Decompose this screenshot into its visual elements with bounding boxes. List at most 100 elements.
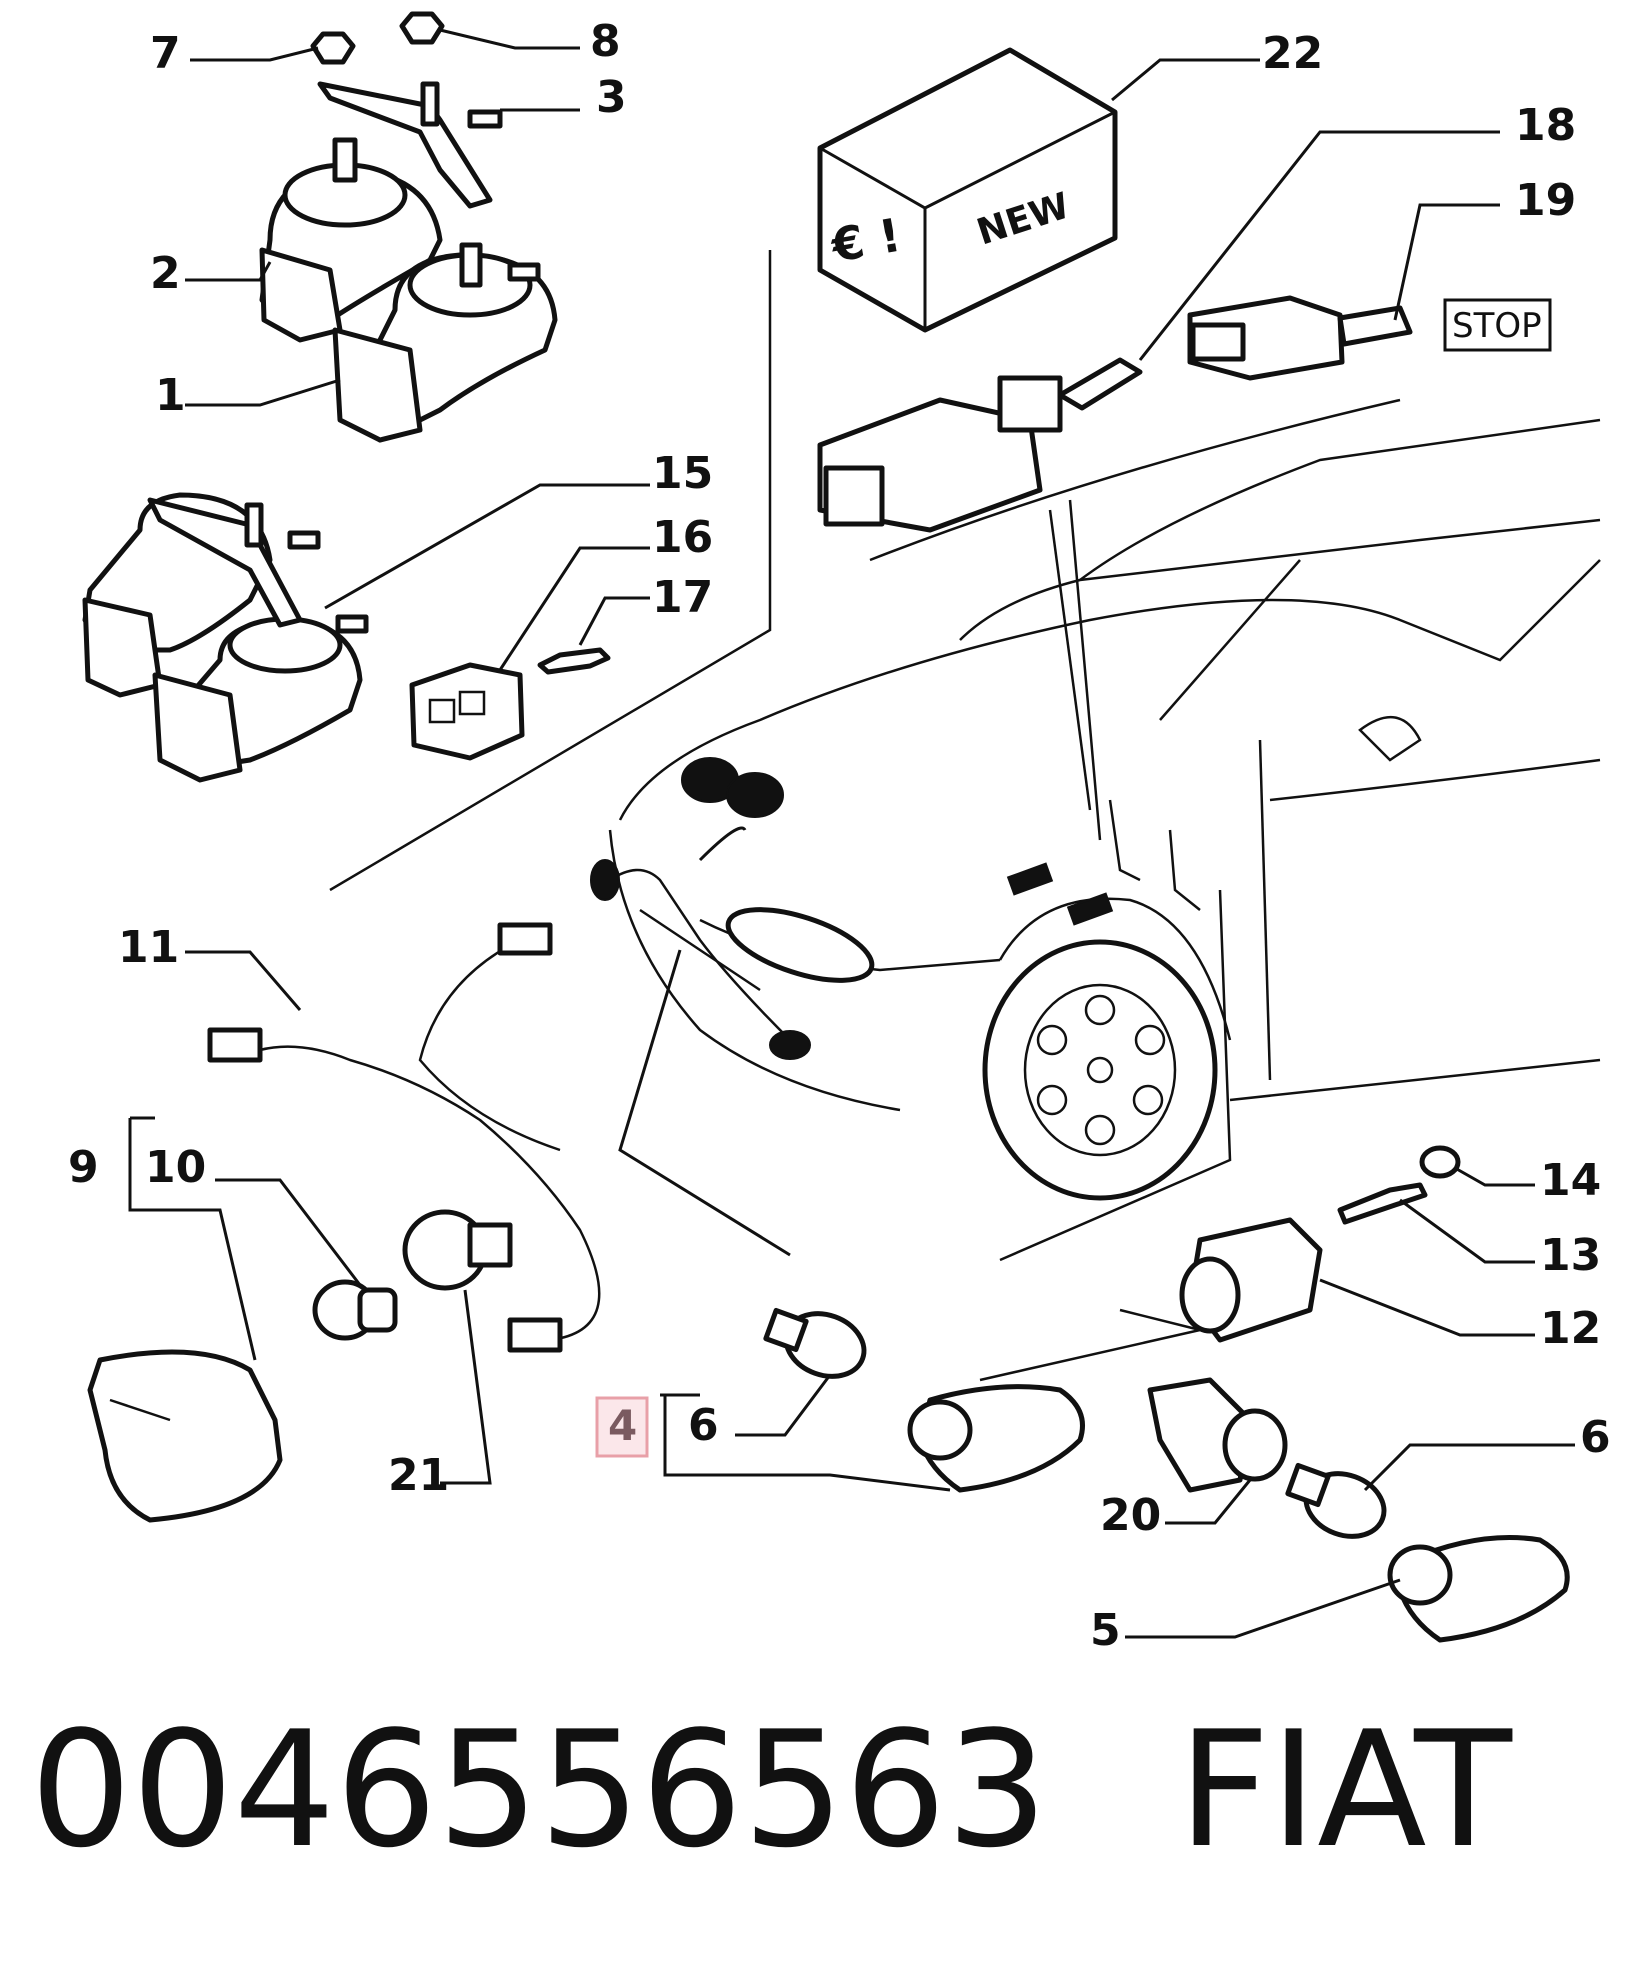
callout-22: 22 bbox=[1262, 28, 1323, 79]
wheel-hole-1 bbox=[1084, 994, 1116, 1026]
box-euro-label: € ! bbox=[827, 208, 905, 273]
car-horn-2 bbox=[726, 772, 784, 818]
leader-15 bbox=[324, 483, 650, 610]
pointer-20-car bbox=[999, 889, 1232, 1262]
leader-11 bbox=[185, 950, 302, 1011]
car-pedal-wire-2 bbox=[1168, 829, 1201, 911]
box-edges bbox=[819, 110, 1116, 330]
new-box-22: NEW € ! bbox=[817, 47, 1118, 333]
connector-16-slot-a bbox=[428, 698, 456, 724]
switch-19 bbox=[1187, 295, 1413, 381]
callout-8: 8 bbox=[590, 16, 621, 67]
windshield-base bbox=[959, 518, 1601, 641]
callout-11: 11 bbox=[118, 922, 179, 973]
callout-19: 19 bbox=[1515, 175, 1576, 226]
wheel-hole-4 bbox=[1084, 1114, 1116, 1146]
belt-line bbox=[1269, 758, 1601, 802]
leader-9 bbox=[128, 1118, 257, 1361]
callout-6-right: 6 bbox=[1580, 1412, 1611, 1463]
terminal-17 bbox=[537, 647, 611, 675]
harness-plug-2 bbox=[497, 922, 553, 956]
harness-plug-3 bbox=[507, 1317, 563, 1353]
plug-14 bbox=[1419, 1145, 1461, 1179]
bumper-line bbox=[608, 829, 901, 1112]
leader-5 bbox=[1125, 1578, 1401, 1639]
leader-10 bbox=[215, 1178, 362, 1286]
leader-17 bbox=[578, 596, 650, 646]
horn-15-rear-mouth bbox=[82, 597, 163, 698]
wheel-hole-5 bbox=[1036, 1084, 1068, 1116]
horn-2-stud bbox=[332, 137, 358, 183]
car-connector-1 bbox=[590, 859, 620, 901]
terminal-13 bbox=[1337, 1182, 1428, 1225]
car-outline bbox=[329, 250, 1601, 1382]
switch-18-flange bbox=[997, 375, 1063, 433]
car-wire-2 bbox=[609, 868, 791, 1041]
bulb-10-base bbox=[357, 1287, 398, 1333]
callout-6-left: 6 bbox=[688, 1400, 719, 1451]
horn-15-front-mouth bbox=[152, 672, 243, 783]
leader-12 bbox=[1319, 1278, 1535, 1337]
horn-2-mouth bbox=[259, 247, 343, 343]
sill-line bbox=[1229, 1058, 1601, 1102]
horn-assembly-15 bbox=[82, 492, 369, 783]
horn-15-cap bbox=[227, 616, 343, 674]
leader-13 bbox=[1399, 1198, 1535, 1264]
callout-16: 16 bbox=[652, 512, 713, 563]
switch-19-plug bbox=[1190, 322, 1246, 362]
car-switch-1 bbox=[1006, 862, 1054, 896]
windshield-top bbox=[1079, 418, 1601, 582]
leader-4-bracket bbox=[660, 1393, 951, 1492]
callout-4: 4 bbox=[608, 1401, 637, 1450]
pointer-18-car bbox=[1048, 509, 1092, 811]
guide-line-a bbox=[329, 250, 772, 892]
wire-harness-11 bbox=[207, 922, 601, 1353]
car-wire-1 bbox=[698, 826, 747, 862]
wheel-hole-2 bbox=[1134, 1024, 1166, 1056]
switch-19-shaft bbox=[1337, 305, 1413, 347]
car-pedal-wire-1 bbox=[1108, 799, 1141, 882]
highlight-box-4 bbox=[595, 1396, 649, 1458]
leader-6-right bbox=[1363, 1443, 1575, 1492]
socket-20-body bbox=[1147, 1377, 1253, 1493]
horn-1-mouth bbox=[332, 327, 423, 443]
stop-label: STOP bbox=[1452, 306, 1542, 346]
connector-12 bbox=[1179, 1217, 1323, 1343]
callout-20: 20 bbox=[1100, 1490, 1161, 1541]
wheel-rim bbox=[1023, 983, 1177, 1157]
callout-3: 3 bbox=[596, 72, 627, 123]
holder-21-body bbox=[467, 1222, 513, 1268]
callout-2: 2 bbox=[150, 248, 181, 299]
callout-17: 17 bbox=[652, 572, 713, 623]
harness-wire-a bbox=[259, 1045, 601, 1342]
leader-14 bbox=[1454, 1166, 1535, 1187]
guide-line-b bbox=[869, 398, 1401, 562]
brand-name: FIAT bbox=[1177, 1696, 1512, 1883]
bulb-10 bbox=[312, 1279, 398, 1341]
a-pillar bbox=[1159, 559, 1301, 721]
wheel-hole-6 bbox=[1036, 1024, 1068, 1056]
bulb-6-left-base bbox=[763, 1307, 809, 1353]
repeater-9-lens bbox=[87, 1349, 283, 1523]
leader-16 bbox=[498, 546, 650, 671]
plug-14-body bbox=[1419, 1145, 1461, 1179]
bulb-6-right bbox=[1285, 1462, 1387, 1539]
horn-1-terminal bbox=[507, 262, 541, 282]
hood-line bbox=[618, 559, 1601, 821]
repeater-9-rib bbox=[109, 1398, 171, 1422]
socket-20-ring bbox=[1222, 1408, 1288, 1482]
leader-22 bbox=[1111, 58, 1260, 102]
callout-9: 9 bbox=[68, 1142, 99, 1193]
grille-line bbox=[639, 908, 761, 992]
leader-2 bbox=[185, 261, 272, 282]
horn-15-stud bbox=[244, 502, 264, 548]
car-connector-2 bbox=[769, 1030, 811, 1060]
switch-18-plunger bbox=[1057, 357, 1143, 411]
leader-20 bbox=[1165, 1479, 1252, 1525]
connector-16-slot-b bbox=[458, 690, 486, 716]
callout-14: 14 bbox=[1540, 1155, 1601, 1206]
side-lamp-5-socket bbox=[1387, 1544, 1453, 1606]
pointer-4-car bbox=[618, 949, 791, 1257]
leader-1 bbox=[185, 378, 341, 407]
